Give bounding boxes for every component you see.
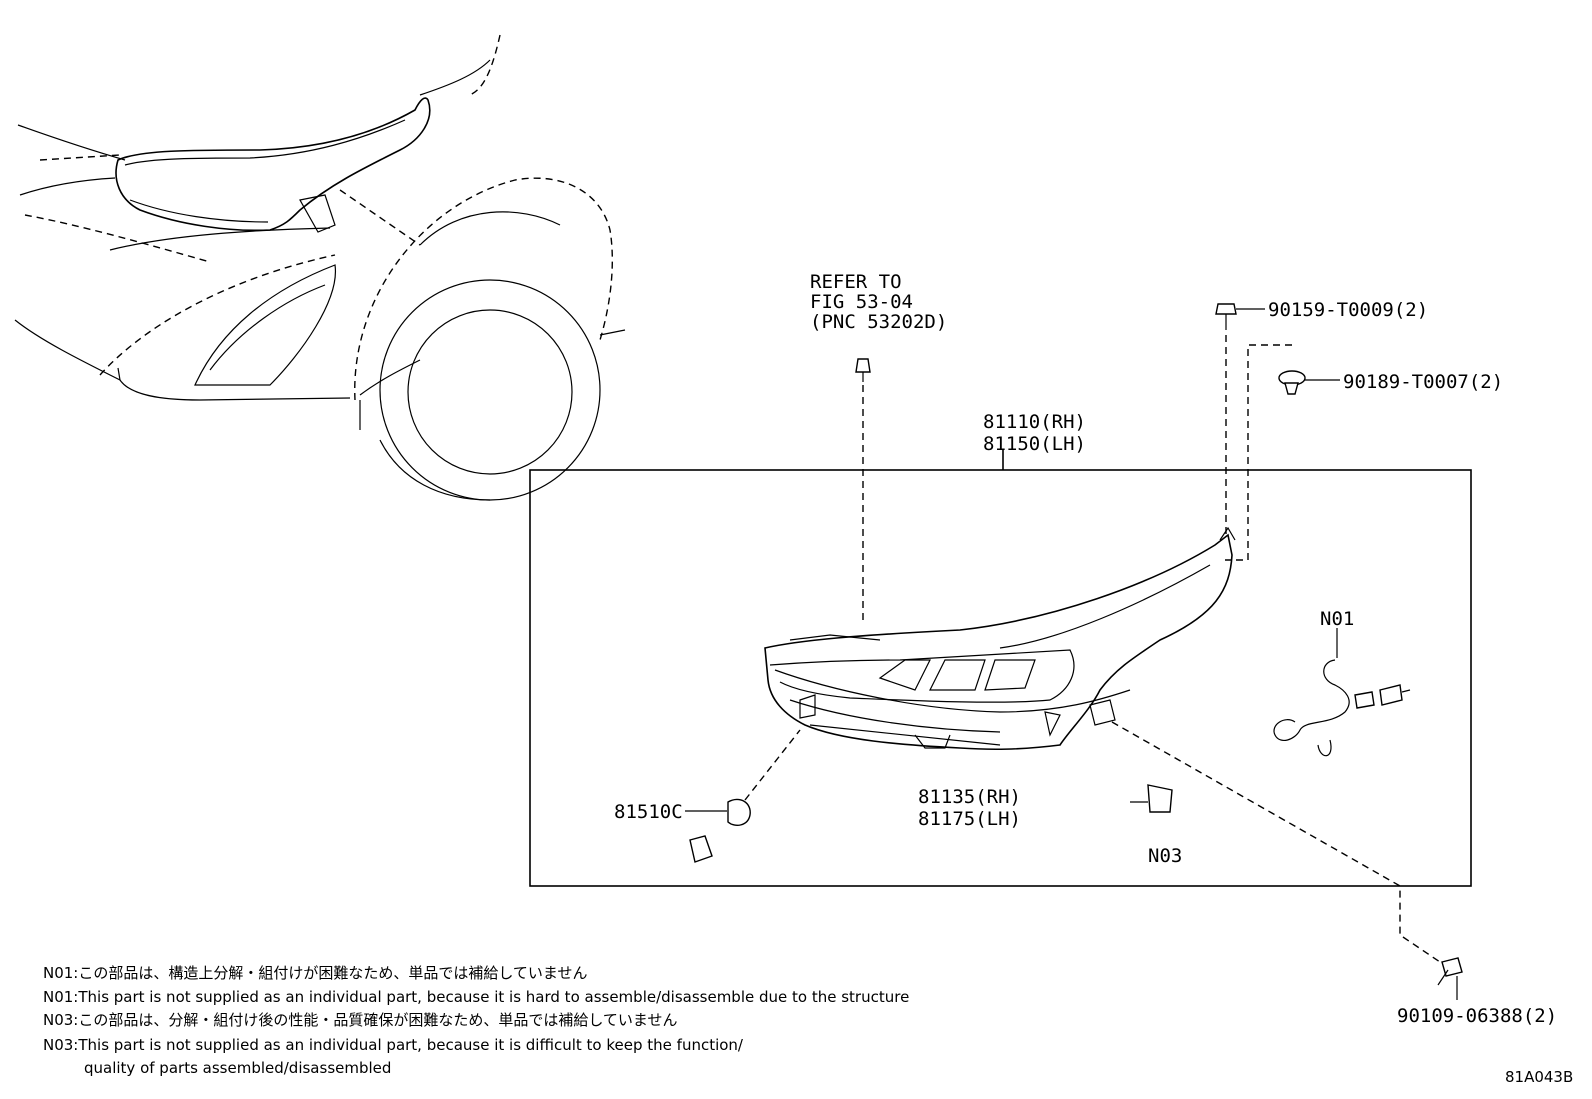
lens-label-lh: 81175(LH) (918, 808, 1021, 830)
note-n03-en-cont: quality of parts assembled/disassembled (84, 1059, 391, 1077)
bulb-label: 81510C (614, 801, 683, 823)
refer-bolt-icon (855, 358, 871, 382)
note-n03-jp: N03:この部品は、分解・組付け後の性能・品質確保が困難なため、単品では補給して… (43, 1011, 677, 1029)
note-n01-jp: N01:この部品は、構造上分解・組付けが困難なため、単品では補給していません (43, 964, 587, 982)
assembly-label-lh: 81150(LH) (983, 433, 1086, 455)
actuator-label: N03 (1148, 845, 1182, 867)
refer-label-line2: FIG 53-04 (810, 291, 913, 313)
wiring-label: N01 (1320, 608, 1354, 630)
assembly-frame (529, 469, 1472, 887)
headlamp-assembly (764, 526, 1236, 751)
bolt-icon (1437, 957, 1463, 986)
bolt-label: 90109-06388(2) (1397, 1005, 1557, 1027)
vehicle-front-illustration (14, 34, 626, 501)
refer-label-line3: (PNC 53202D) (810, 311, 947, 333)
lens-label-rh: 81135(RH) (918, 786, 1021, 808)
diagram-code: 81A043B (1505, 1068, 1573, 1086)
actuator-icon (1130, 784, 1173, 813)
assembly-label-rh: 81110(RH) (983, 411, 1086, 433)
screw-label: 90159-T0009(2) (1268, 299, 1428, 321)
note-n03-en: N03:This part is not supplied as an indi… (43, 1036, 744, 1054)
wiring-harness-icon (1273, 659, 1411, 757)
note-n01-en: N01:This part is not supplied as an indi… (43, 988, 909, 1006)
screw-icon (1215, 303, 1237, 330)
clip-icon (1278, 370, 1306, 395)
refer-label-line1: REFER TO (810, 271, 902, 293)
clip-label: 90189-T0007(2) (1343, 371, 1503, 393)
bulb-icon (689, 798, 751, 863)
